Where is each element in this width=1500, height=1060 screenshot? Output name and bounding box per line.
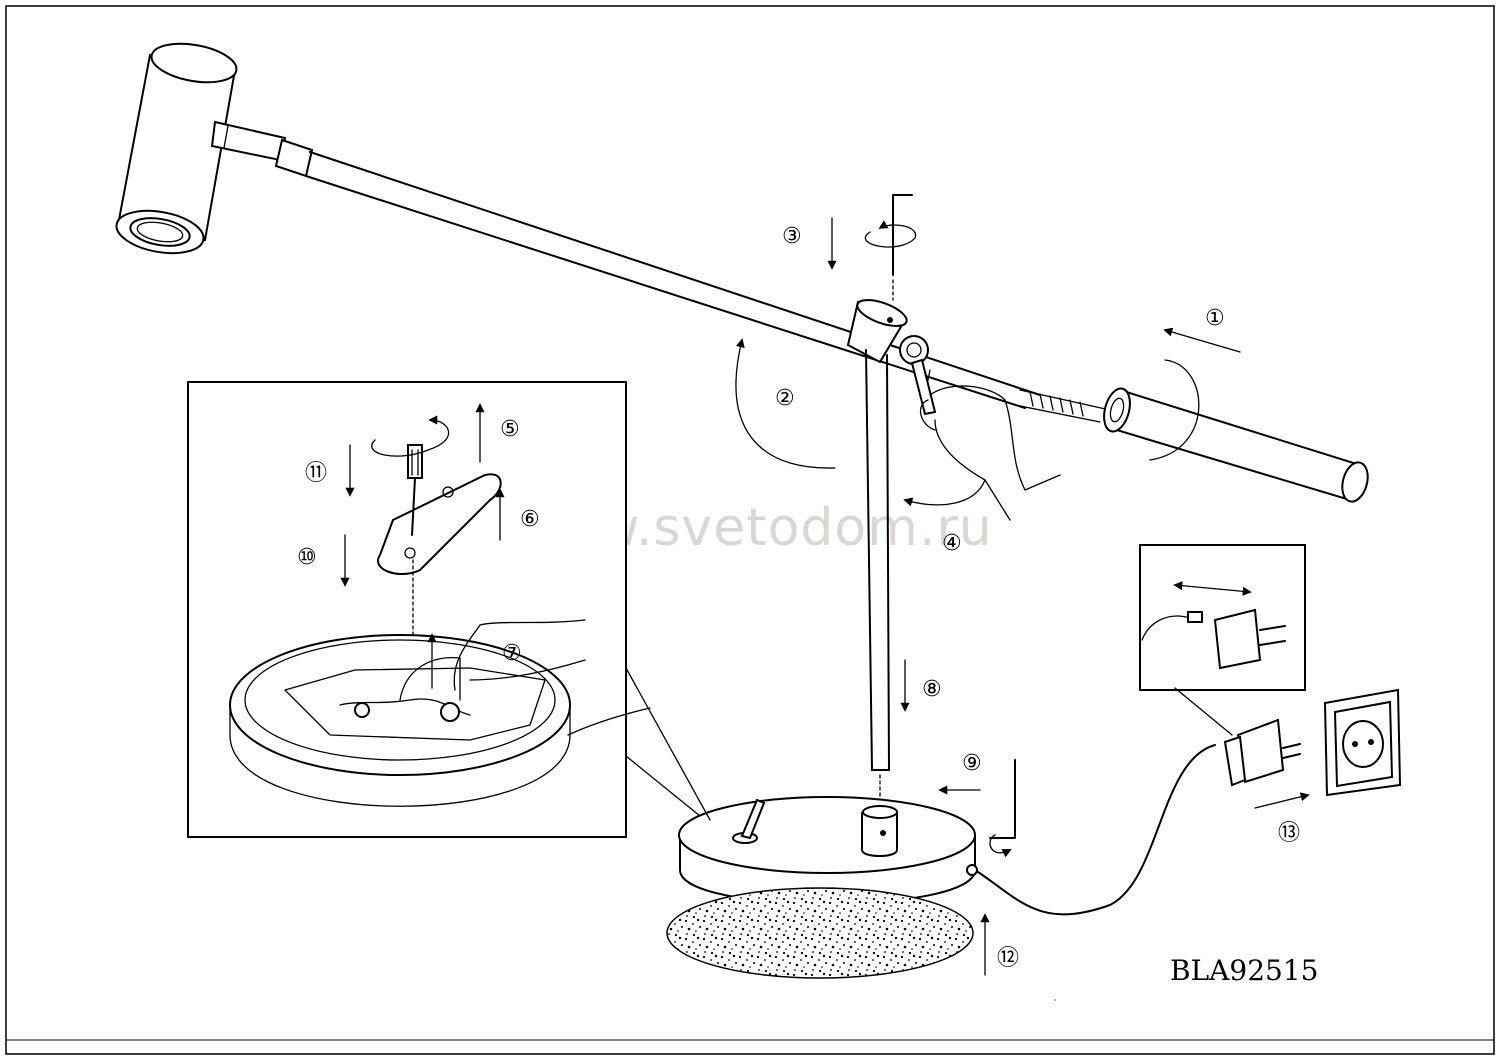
step-2-label: ② [775, 386, 795, 411]
step-4-label: ④ [942, 531, 962, 556]
step-5-label: ⑤ [500, 417, 520, 442]
power-cable-icon [977, 744, 1216, 916]
pivot-joint-icon [846, 299, 929, 365]
step-7-label: ⑦ [502, 641, 522, 666]
base-pad-icon [666, 887, 974, 979]
screwdriver-icon [371, 415, 450, 536]
page-frame [5, 5, 1495, 1055]
step-1-label: ① [1205, 306, 1225, 331]
step-6-label: ⑥ [520, 507, 540, 532]
switch-icon [732, 798, 766, 844]
power-adapter-icon [1223, 718, 1301, 787]
model-number: BLA92515 [1170, 954, 1318, 987]
step-8-label: ⑧ [922, 677, 942, 702]
step-10-label: ⑩ [297, 545, 317, 570]
counterweight-icon [1103, 359, 1369, 503]
step-arrows [340, 217, 1310, 1001]
lamp-head-icon [115, 42, 314, 255]
vertical-pole-icon [865, 349, 890, 811]
hex-key-icon [864, 194, 916, 301]
step-11-label: ⑪ [305, 461, 327, 486]
base-underside-inset [187, 381, 711, 838]
adapter-detail-inset [1139, 544, 1306, 736]
step-9-label: ⑨ [962, 751, 982, 776]
hand-icon [910, 358, 1061, 521]
step-3-label: ③ [782, 224, 802, 249]
step-13-label: ⑬ [1278, 821, 1300, 846]
step-12-label: ⑫ [997, 946, 1019, 971]
wall-socket-icon [1323, 688, 1402, 797]
